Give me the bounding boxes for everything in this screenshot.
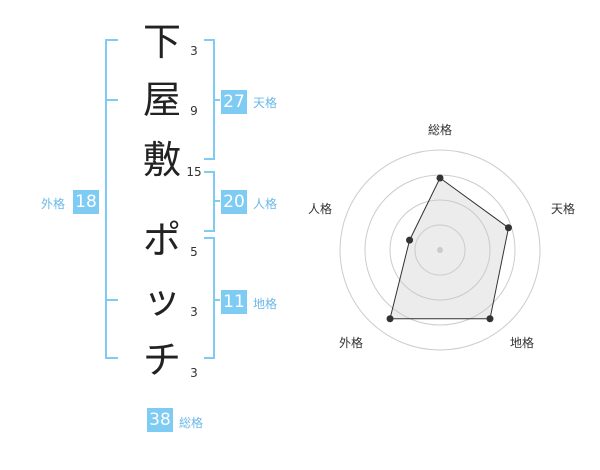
radar-ring	[389, 199, 491, 301]
radar-point-2	[504, 224, 512, 232]
name-char-6: チ	[142, 338, 181, 382]
radar-axis-label-soukaku: 総格	[428, 123, 453, 137]
stroke-count-4: 5	[190, 245, 198, 259]
radar-point-4	[386, 315, 394, 323]
jinkaku-value: 20	[221, 190, 247, 214]
soukaku-value: 38	[147, 408, 173, 432]
stroke-count-2: 9	[190, 104, 198, 118]
radar-ring	[414, 224, 466, 276]
stroke-count-1: 3	[190, 44, 198, 58]
gaikaku-bracket	[105, 39, 118, 359]
name-char-5: ッ	[142, 278, 181, 322]
radar-axis-label-jinkaku: 人格	[308, 202, 333, 216]
radar-polygon	[389, 177, 510, 320]
radar-axis-label-gaikaku: 外格	[339, 336, 364, 350]
tenkaku-label: 天格	[253, 96, 278, 110]
jinkaku-bracket	[204, 171, 220, 232]
radar-point-5	[406, 236, 414, 244]
gaikaku-value: 18	[73, 190, 99, 214]
stroke-count-3: 15	[186, 165, 202, 179]
jinkaku-label: 人格	[253, 197, 278, 211]
radar-point-1	[436, 174, 444, 182]
stroke-count-6: 3	[190, 366, 198, 380]
name-char-3: 敷	[142, 138, 181, 182]
tenkaku-bracket	[204, 39, 220, 160]
name-char-1: 下	[142, 20, 181, 64]
radar-ring	[339, 149, 541, 351]
radar-center	[437, 247, 443, 253]
chikaku-bracket	[204, 237, 220, 359]
gaikaku-label: 外格	[41, 197, 66, 211]
radar-axis-label-chikaku: 地格	[510, 336, 535, 350]
tenkaku-value: 27	[221, 90, 247, 114]
name-char-2: 屋	[142, 78, 181, 122]
soukaku-label: 総格	[179, 416, 204, 430]
chikaku-label: 地格	[253, 297, 278, 311]
radar-point-3	[486, 315, 494, 323]
chikaku-value: 11	[221, 290, 247, 314]
stroke-count-5: 3	[190, 305, 198, 319]
radar-axis-label-tenkaku: 天格	[551, 202, 576, 216]
name-char-4: ポ	[142, 218, 181, 262]
